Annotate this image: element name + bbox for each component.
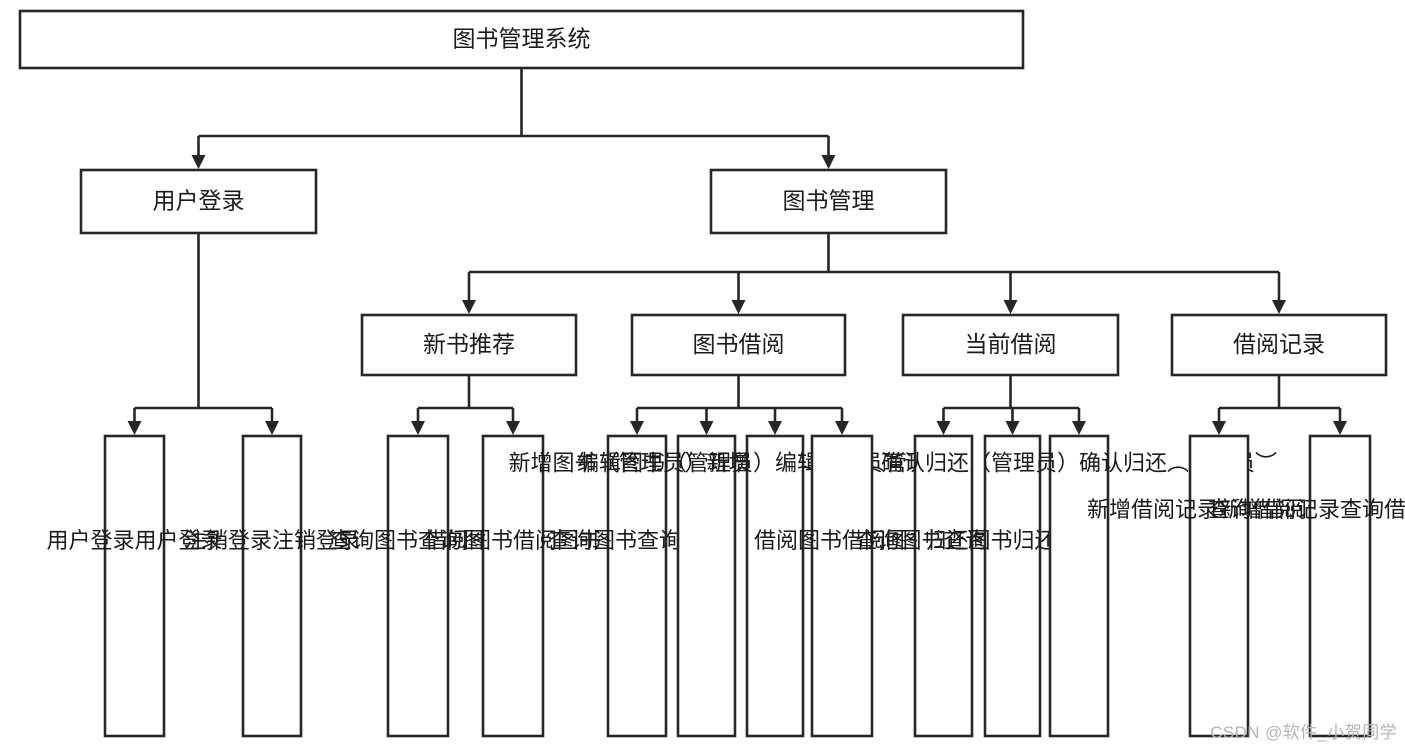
arrow-head-icon: [731, 300, 746, 314]
level3-node-4[interactable]: 借阅记录: [1170, 313, 1388, 377]
node-label: 编辑图书（管理员）编辑图书︵管理员︶: [577, 451, 973, 476]
node-rect: [1308, 434, 1372, 738]
root-node-book-management-system[interactable]: 图书管理系统: [18, 9, 1025, 70]
node-label: 用户登录用户登录: [46, 528, 222, 553]
node-rect: [1188, 434, 1250, 738]
node-label: 当前借阅: [965, 331, 1057, 357]
leaf-node-3-4[interactable]: 借阅图书借阅图书: [754, 434, 930, 738]
node-rect: [913, 434, 974, 738]
node-label: 新增借阅记录新增借阅记录: [1087, 497, 1351, 522]
level2-node-2[interactable]: 图书管理: [709, 168, 948, 235]
node-rect: [606, 434, 668, 738]
node-rect: [241, 434, 303, 738]
node-rect: [630, 313, 847, 377]
leaf-node-1-1[interactable]: 用户登录用户登录: [46, 434, 223, 738]
connector-layer: [127, 68, 1347, 435]
arrow-head-icon: [1005, 421, 1020, 435]
arrow-head-icon: [506, 421, 520, 435]
arrow-head-icon: [768, 421, 782, 435]
arrow-head-icon: [411, 421, 425, 435]
arrow-head-icon: [936, 421, 951, 435]
node-rect: [79, 168, 318, 235]
node-label: 借阅图书借阅图书: [754, 528, 930, 553]
node-rect: [360, 313, 578, 377]
node-rect: [103, 434, 166, 738]
node-label: 查询借阅记录查询借阅记录: [1208, 497, 1405, 522]
node-rect: [1048, 434, 1110, 738]
arrow-head-icon: [462, 300, 476, 314]
arrow-head-icon: [1003, 300, 1018, 314]
leaf-node-5-1[interactable]: 新增借阅记录新增借阅记录: [1087, 434, 1351, 738]
node-rect: [745, 434, 805, 738]
leaf-node-2-2[interactable]: 借阅图书借阅图书: [425, 434, 601, 738]
node-label: 图书管理: [783, 188, 875, 214]
arrow-head-icon: [699, 421, 714, 435]
node-rect: [18, 9, 1025, 70]
node-label: 新书推荐: [423, 331, 515, 357]
node-rect: [676, 434, 737, 738]
node-label: 图书借阅: [693, 331, 785, 357]
node-rect: [810, 434, 874, 738]
node-label: 用户登录: [153, 188, 245, 214]
node-rect: [901, 313, 1120, 377]
arrow-head-icon: [1072, 421, 1086, 435]
node-label: 注销登录注销登录: [184, 528, 360, 553]
arrow-head-icon: [1212, 421, 1226, 435]
arrow-head-icon: [265, 421, 279, 435]
level3-node-3[interactable]: 当前借阅: [901, 313, 1120, 377]
level3-node-2[interactable]: 图书借阅: [630, 313, 847, 377]
arrow-head-icon: [191, 155, 206, 169]
node-label: 图书管理系统: [453, 26, 591, 52]
node-rect: [386, 434, 450, 738]
leaf-node-1-2[interactable]: 注销登录注销登录: [184, 434, 360, 738]
arrow-head-icon: [630, 421, 644, 435]
node-rect: [1170, 313, 1388, 377]
leaf-node-2-1[interactable]: 查询图书查询图书: [330, 434, 506, 738]
node-rect: [983, 434, 1042, 738]
arrow-head-icon: [821, 155, 836, 169]
level2-node-1[interactable]: 用户登录: [79, 168, 318, 235]
node-label: 借阅图书借阅图书: [425, 528, 601, 553]
leaf-node-5-2[interactable]: 查询借阅记录查询借阅记录: [1208, 434, 1405, 738]
watermark-text: CSDN @软件_小贺同学: [1210, 723, 1397, 742]
node-label: 借阅记录: [1233, 331, 1325, 357]
node-rect: [709, 168, 948, 235]
arrow-head-icon: [1333, 421, 1347, 435]
node-label: 查询图书查询图书: [330, 528, 506, 553]
arrow-head-icon: [127, 421, 142, 435]
leaf-node-3-3[interactable]: 编辑图书（管理员）编辑图书︵管理员︶: [577, 434, 973, 738]
arrow-head-icon: [835, 421, 849, 435]
node-rect: [481, 434, 545, 738]
level3-node-1[interactable]: 新书推荐: [360, 313, 578, 377]
arrow-head-icon: [1272, 300, 1286, 314]
